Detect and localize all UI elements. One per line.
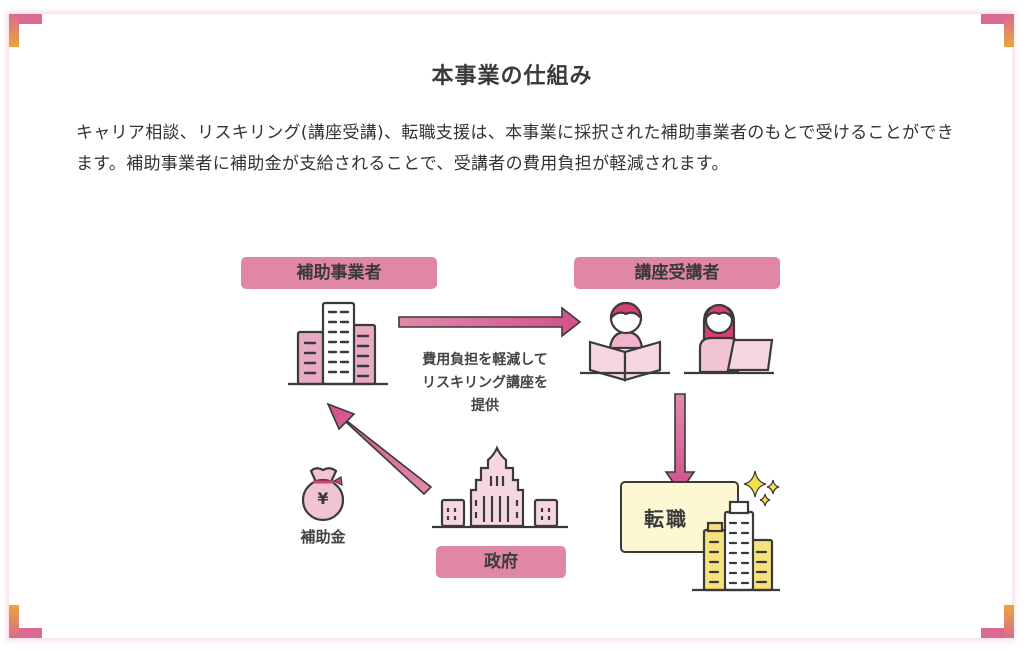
learner-reading-icon [580,301,670,382]
corner-decoration-top-left [9,14,42,47]
arrow-caption-line-2: リスキリング講座を [422,375,548,391]
yen-symbol: ¥ [317,489,329,508]
government-label: 政府 [436,546,566,578]
corner-decoration-bottom-right [981,605,1014,638]
arrow-right-icon [398,306,582,338]
money-bag-icon [301,467,345,522]
arrow-caption-line-1: 費用負担を軽減して [422,352,548,368]
government-building-icon [432,445,568,529]
learner-laptop-icon [684,303,774,375]
new-workplace-buildings-icon [692,500,780,592]
sparkle-icon [743,470,780,507]
section-title: 本事業の仕組み [431,64,593,89]
office-buildings-icon [288,301,388,386]
arrow-down-icon [664,393,696,494]
corner-decoration-bottom-left [9,605,42,638]
arrow-diagonal-icon [326,402,433,496]
arrow-caption: 費用負担を軽減して リスキリング講座を 提供 [395,349,575,418]
section-description: キャリア相談、リスキリング(講座受講)、転職支援は、本事業に採択された補助事業者… [76,123,955,174]
job-change-label: 転職 [644,507,688,531]
arrow-caption-line-3: 提供 [471,398,499,414]
corner-decoration-top-right [981,14,1014,47]
subsidy-label: 補助金 [300,528,346,546]
provider-label: 補助事業者 [241,257,437,289]
learner-label: 講座受講者 [574,257,780,289]
